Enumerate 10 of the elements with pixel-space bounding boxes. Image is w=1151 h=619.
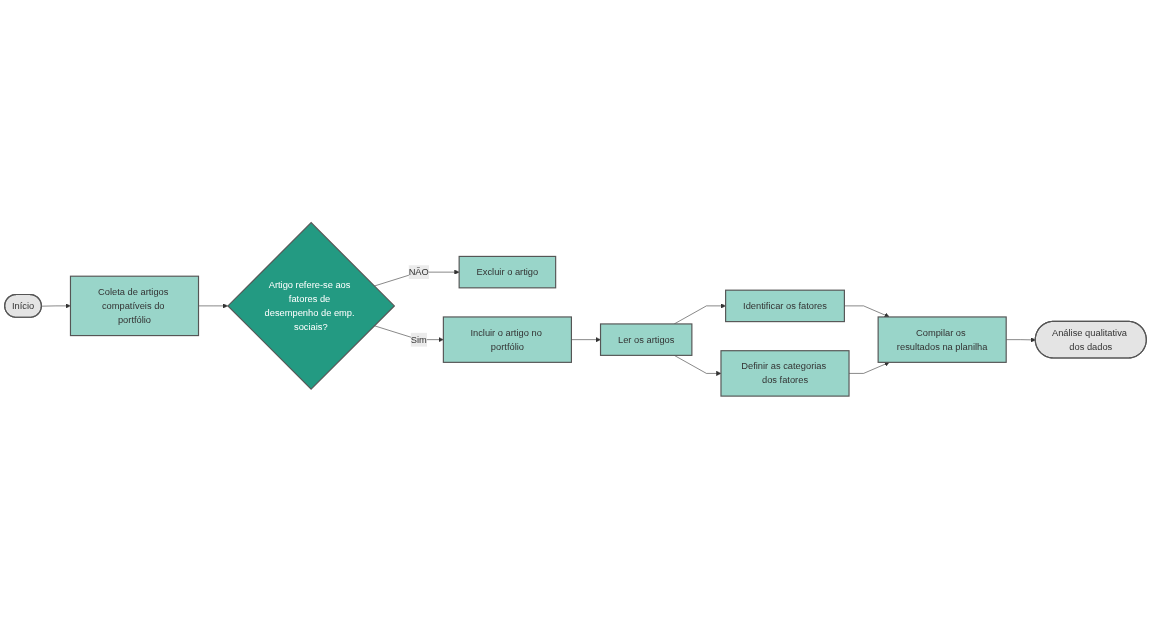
node-box: Identificar os fatores [725,289,845,323]
node-box: Incluir o artigo no portfólio [442,316,572,364]
node-box: Coleta de artigos compatíveis do portfólio [69,275,200,337]
edge-label: Sim [410,334,427,345]
node-box: Definir as categorias dos fatores [720,350,850,397]
node-box: Compilar os resultados na planilha [877,316,1007,364]
edge-label: NÃO [408,267,429,277]
node-box: Excluir o artigo [458,255,557,289]
node-diamond: Artigo refere-se aos fatores de desempenho de emp. sociais? [227,221,396,391]
node-box: Ler os artigos [599,323,693,357]
